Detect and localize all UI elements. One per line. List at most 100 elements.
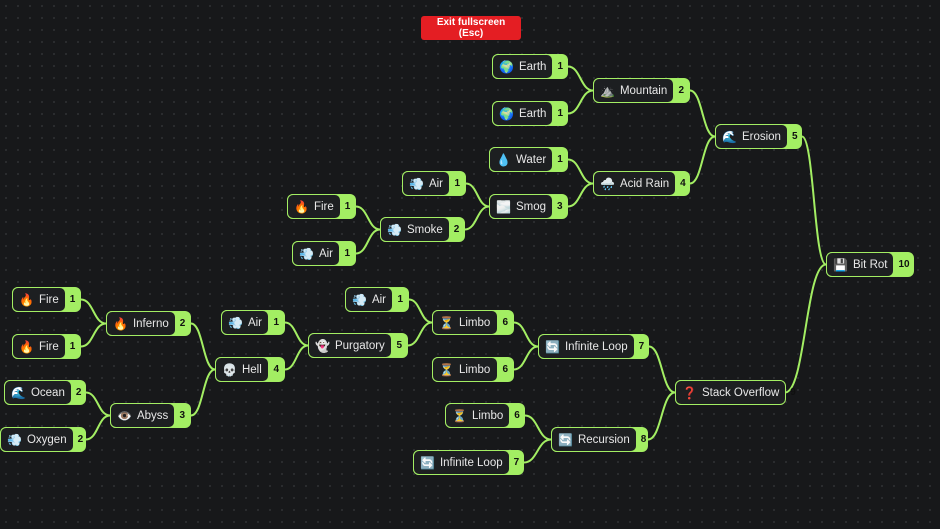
node-count-badge: 3: [179, 410, 185, 421]
node-label: Infinite Loop: [564, 340, 628, 353]
edge-fire-3-to-inferno: [80, 322, 107, 348]
node-count-badge: 2: [75, 387, 82, 398]
loop-arrows-icon: 🔄: [545, 339, 560, 354]
node-label: Ocean: [30, 386, 65, 399]
node-count-badge: 1: [344, 248, 350, 259]
node-limbo-3[interactable]: ⏳ Limbo 6: [445, 403, 525, 428]
node-body: 👁️Abyss: [110, 403, 176, 428]
node-ocean[interactable]: 🌊 Ocean 2: [4, 380, 86, 405]
wind-icon: 💨: [352, 292, 367, 307]
wind-icon: 💨: [228, 315, 243, 330]
node-count-badge: 1: [273, 317, 279, 328]
edge-earth-2-to-mountain: [567, 89, 594, 115]
node-fire-2[interactable]: 🔥 Fire 1: [12, 287, 81, 312]
node-label: Air: [428, 177, 444, 190]
node-body: 🔥Fire: [287, 194, 341, 219]
edge-acid-rain-to-erosion: [689, 135, 716, 185]
node-body: ⛰️Mountain: [593, 78, 675, 103]
wave-icon: 🌊: [722, 129, 737, 144]
node-body: 👻Purgatory: [308, 333, 393, 358]
node-erosion[interactable]: 🌊 Erosion 5: [715, 124, 802, 149]
node-label: Limbo: [471, 409, 504, 422]
node-count-badge: 4: [273, 364, 279, 375]
edge-inferno-to-hell: [190, 322, 216, 371]
node-body: ⏳ Limbo: [432, 357, 499, 382]
node-count-badge: 6: [514, 410, 520, 421]
edge-limbo-3-to-recursion: [524, 414, 552, 441]
hourglass-icon: ⏳: [439, 315, 454, 330]
edge-earth-1-to-mountain: [567, 65, 594, 92]
fire-icon: 🔥: [19, 292, 34, 307]
node-label: Inferno: [132, 317, 169, 330]
rain-cloud-icon: 🌧️: [600, 176, 615, 191]
loop-arrows-icon: 🔄: [420, 455, 435, 470]
node-air-4[interactable]: 💨 Air 1: [345, 287, 409, 312]
node-count-badge: 1: [69, 294, 76, 305]
wave-icon: 🌊: [11, 385, 26, 400]
node-label: Erosion: [741, 130, 781, 143]
fog-icon: 🌫️: [496, 199, 511, 214]
node-body: 🌊 Erosion: [715, 124, 788, 149]
edge-air-4-to-limbo-1: [408, 298, 433, 324]
hourglass-icon: ⏳: [439, 362, 454, 377]
edge-fire-2-to-inferno: [80, 298, 107, 325]
node-count-badge: 4: [680, 178, 686, 189]
edge-air-3-to-purgatory: [284, 321, 309, 347]
node-body: 💨Air: [221, 310, 270, 335]
node-count-badge: 1: [397, 294, 403, 305]
node-count-badge: 8: [640, 434, 647, 445]
earth-icon: 🌍: [499, 59, 514, 74]
hourglass-icon: ⏳: [452, 408, 467, 423]
node-label: Limbo: [458, 363, 491, 376]
node-body: 🔥Fire: [12, 334, 66, 359]
earth-icon: 🌍: [499, 106, 514, 121]
node-body: ⏳Limbo: [432, 310, 499, 335]
node-count-badge: 2: [77, 434, 84, 445]
exit-fullscreen-button[interactable]: Exit fullscreen (Esc): [421, 16, 521, 40]
node-label: Water: [515, 153, 547, 166]
edge-limbo-2-to-infinite-loop-1: [513, 345, 539, 371]
node-label: Fire: [38, 293, 59, 306]
wind-icon: 💨: [7, 432, 22, 447]
node-label: Infinite Loop: [439, 456, 503, 469]
node-infinite-loop-2[interactable]: 🔄 Infinite Loop 7: [413, 450, 524, 475]
node-body: ⏳ Limbo: [445, 403, 511, 428]
node-body: 🔄Recursion: [551, 427, 637, 452]
node-body: ❓Stack Overflow: [675, 380, 787, 405]
node-count-badge: 7: [513, 457, 520, 468]
node-count-badge: 5: [396, 340, 402, 351]
node-label: Air: [371, 293, 387, 306]
node-count-badge: 2: [179, 318, 186, 329]
node-count-badge: 9: [790, 387, 796, 398]
node-count-badge: 6: [502, 317, 508, 328]
edge-smoke-to-smog: [464, 205, 490, 231]
node-body: 💾Bit Rot: [826, 252, 895, 277]
node-count-badge: 1: [454, 178, 460, 189]
node-body: 🌫️Smog: [489, 194, 553, 219]
loop-arrows-icon: 🔄: [558, 432, 573, 447]
node-count-badge: 5: [791, 131, 798, 142]
